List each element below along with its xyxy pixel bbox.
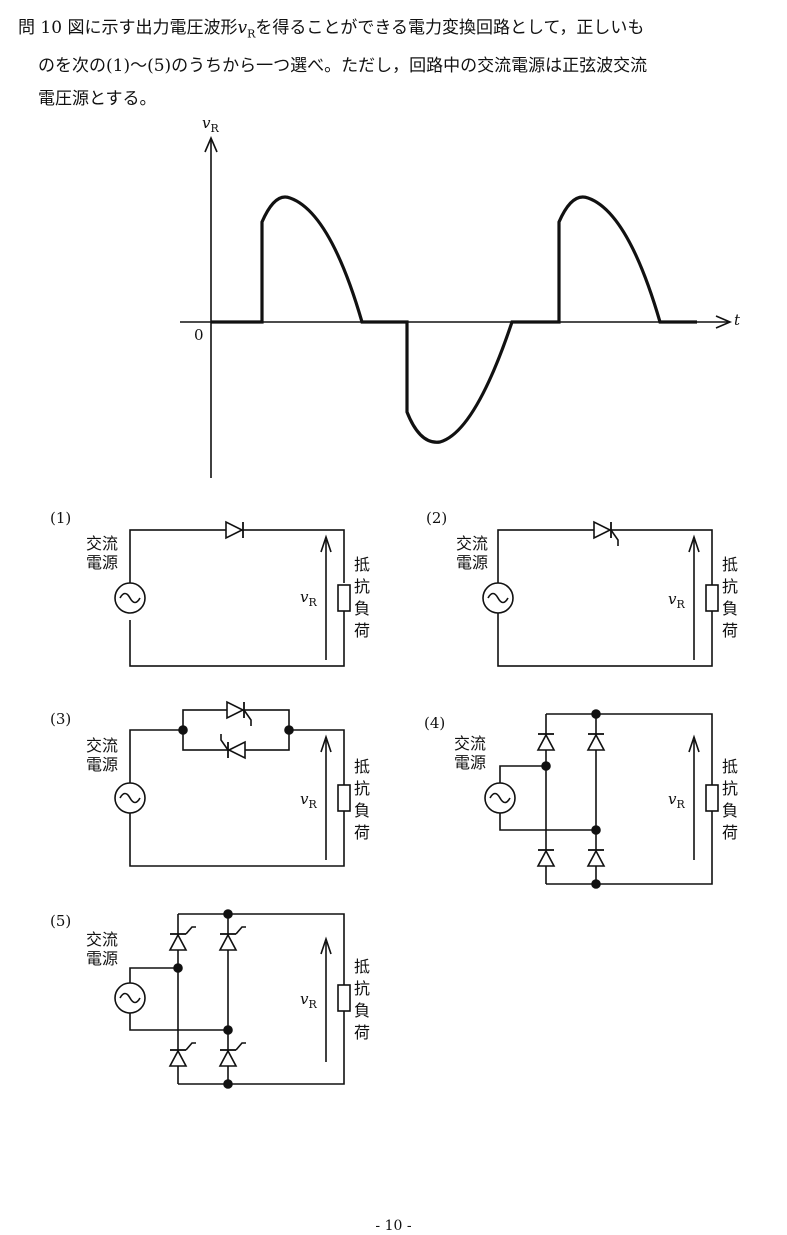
diode-icon xyxy=(537,849,555,867)
question-text: 問 10 図に示す出力電圧波形vRを得ることができる電力変換回路として，正しいも… xyxy=(18,12,783,116)
question-line1: 図に示す出力電圧波形 xyxy=(67,18,238,38)
diode-icon xyxy=(587,849,605,867)
thyristor-icon xyxy=(226,701,245,719)
thyristor-icon xyxy=(219,933,237,951)
circuit-1-number: (1) xyxy=(50,509,72,527)
diode-icon xyxy=(587,733,605,751)
circuit-4-number: (4) xyxy=(424,714,446,732)
circuit-5-source-label: 交流電源 xyxy=(86,930,119,968)
circuit-1 xyxy=(114,521,351,667)
y-axis-arrow xyxy=(204,135,218,153)
thyristor-icon xyxy=(593,521,612,539)
circuit-3-number: (3) xyxy=(50,710,72,728)
circuit-3-load-label: 抵抗負荷 xyxy=(354,757,371,842)
page-number: - 10 - xyxy=(375,1218,412,1234)
circuit-4-vr-label: vR xyxy=(668,790,685,811)
circuit-1-load-label: 抵抗負荷 xyxy=(354,555,371,640)
circuit-2-source-label: 交流電源 xyxy=(456,534,489,572)
question-line2: のを次の(1)～(5)のうちから一つ選べ。ただし，回路中の交流電源は正弦波交流 xyxy=(38,56,648,77)
circuit-4 xyxy=(484,709,719,889)
circuit-5-vr-label: vR xyxy=(300,990,317,1011)
circuit-2-load-label: 抵抗負荷 xyxy=(722,555,739,640)
thyristor-icon xyxy=(169,933,187,951)
circuit-3 xyxy=(114,701,351,867)
circuit-1-vr-label: vR xyxy=(300,588,317,609)
thyristor-icon xyxy=(219,1049,237,1067)
waveform-ylabel: vR xyxy=(202,114,219,135)
vr-symbol: vR xyxy=(237,18,256,41)
diode-icon xyxy=(225,521,244,539)
circuit-4-load-label: 抵抗負荷 xyxy=(722,757,739,842)
question-line3: 電圧源とする。 xyxy=(38,89,157,110)
circuit-3-source-label: 交流電源 xyxy=(86,736,119,774)
thyristor-icon xyxy=(169,1049,187,1067)
question-number: 問 10 xyxy=(18,18,63,38)
question-line1b: を得ることができる電力変換回路として，正しいも xyxy=(255,18,645,38)
circuit-5-number: (5) xyxy=(50,912,72,930)
circuit-5 xyxy=(114,909,351,1089)
waveform-xlabel: t xyxy=(734,311,741,329)
circuit-1-source-label: 交流電源 xyxy=(86,534,119,572)
circuit-4-source-label: 交流電源 xyxy=(454,734,487,772)
x-axis-arrow xyxy=(715,315,733,329)
waveform-origin: 0 xyxy=(194,326,204,344)
circuit-2 xyxy=(482,521,719,667)
output-waveform xyxy=(211,195,697,444)
diode-icon xyxy=(537,733,555,751)
circuit-2-number: (2) xyxy=(426,509,448,527)
waveform-plot xyxy=(180,135,733,478)
thyristor-icon xyxy=(227,741,246,759)
circuit-3-vr-label: vR xyxy=(300,790,317,811)
circuit-5-load-label: 抵抗負荷 xyxy=(354,957,371,1042)
circuit-2-vr-label: vR xyxy=(668,590,685,611)
